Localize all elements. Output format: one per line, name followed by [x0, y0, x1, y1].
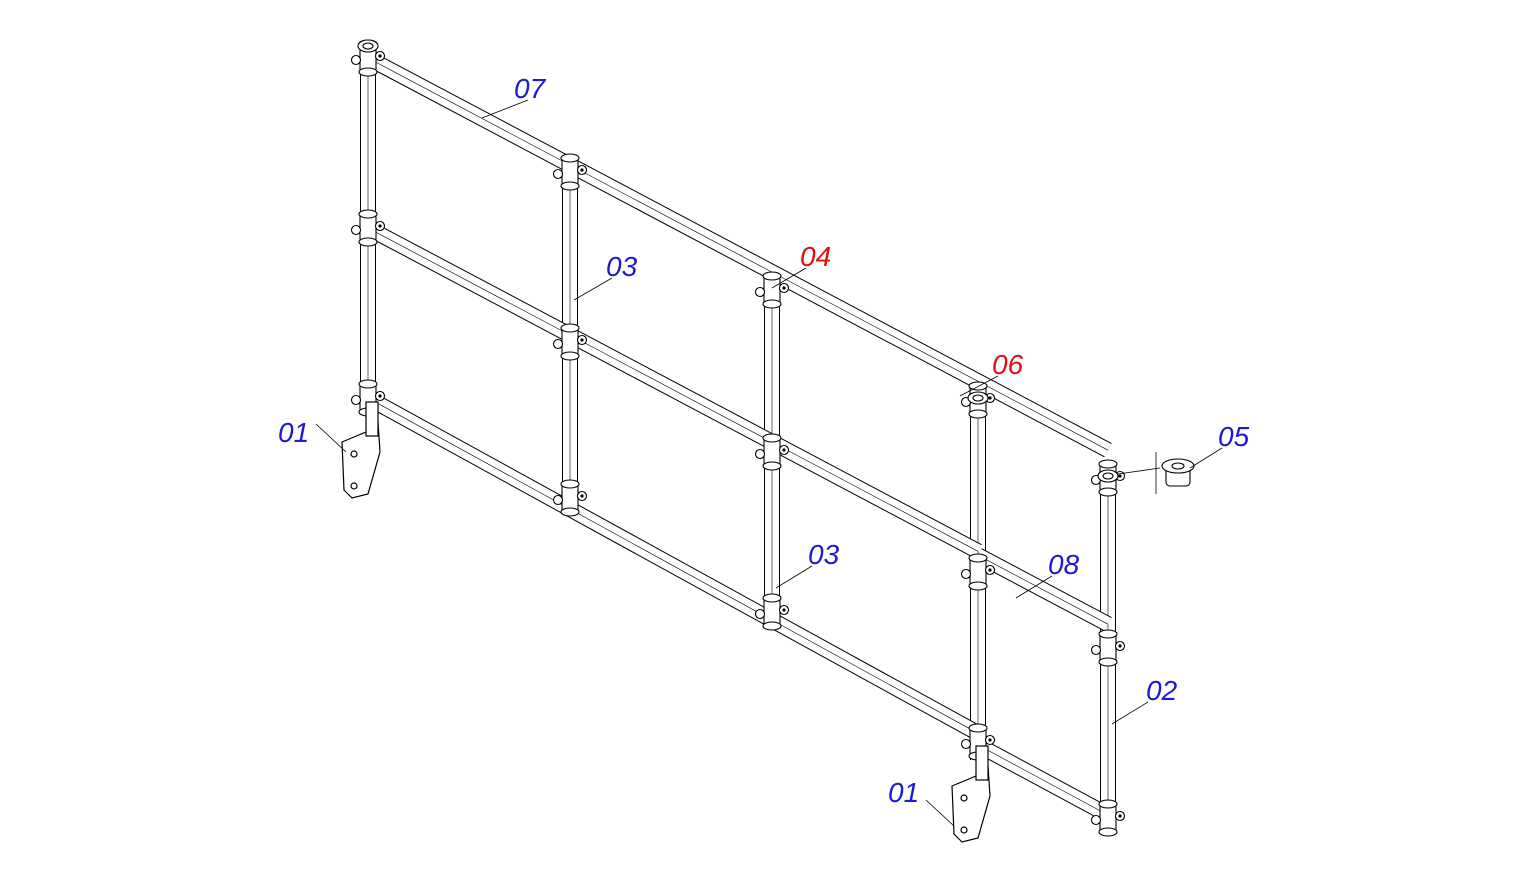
- clamp-13: [1090, 629, 1126, 667]
- clamp-10: [960, 553, 996, 591]
- callout-label-c03a: 03: [606, 251, 638, 282]
- leader-line-c01a: [315, 423, 347, 453]
- clamp-5: [552, 479, 588, 517]
- leader-line-c01b: [925, 799, 955, 827]
- base-bracket-right: [951, 745, 991, 843]
- parts-layer: [341, 39, 1195, 843]
- leader-line-c08: [1015, 575, 1053, 599]
- clamp-1: [350, 209, 386, 247]
- clamp-8: [754, 593, 790, 631]
- rail-bottom: [364, 390, 982, 741]
- callout-layer: 07 03 04 06 05 01 03 08 02 01: [278, 73, 1250, 827]
- clamp-7: [754, 433, 790, 471]
- base-bracket-left: [341, 401, 381, 499]
- clamp-14: [1090, 799, 1126, 837]
- callout-label-c04: 04: [800, 241, 831, 272]
- clamp-6: [754, 271, 790, 309]
- clamp-3: [552, 153, 588, 191]
- callout-label-c08: 08: [1048, 549, 1080, 580]
- leader-line-c04: [771, 267, 807, 289]
- tube-layer: [360, 50, 1116, 826]
- clamp-4: [552, 323, 588, 361]
- leader-line-c03b: [775, 565, 813, 589]
- callout-label-c07: 07: [514, 73, 547, 104]
- rail-07-top: [364, 50, 1112, 458]
- callout-label-c06: 06: [992, 349, 1024, 380]
- tube-end-cap-0: [357, 39, 379, 53]
- leader-line-c05: [1189, 447, 1223, 469]
- rail-bottom-right: [974, 737, 1112, 823]
- callout-label-c05: 05: [1218, 421, 1250, 452]
- tube-end-cap-2: [1097, 469, 1119, 483]
- callout-label-c01a: 01: [278, 417, 309, 448]
- tube-end-cap-1: [967, 391, 989, 405]
- leader-line-c07: [481, 99, 529, 119]
- callout-label-c01b: 01: [888, 777, 919, 808]
- clamp-layer: [350, 39, 1126, 837]
- rail-middle: [364, 220, 982, 559]
- callout-label-c02: 02: [1146, 675, 1178, 706]
- leader-line-c02: [1111, 701, 1149, 725]
- leader-line-c06: [959, 375, 999, 397]
- end-plug: [1117, 452, 1195, 494]
- rail-08-right: [974, 548, 1112, 632]
- callout-label-c03b: 03: [808, 539, 840, 570]
- leader-line-c03a: [573, 277, 613, 301]
